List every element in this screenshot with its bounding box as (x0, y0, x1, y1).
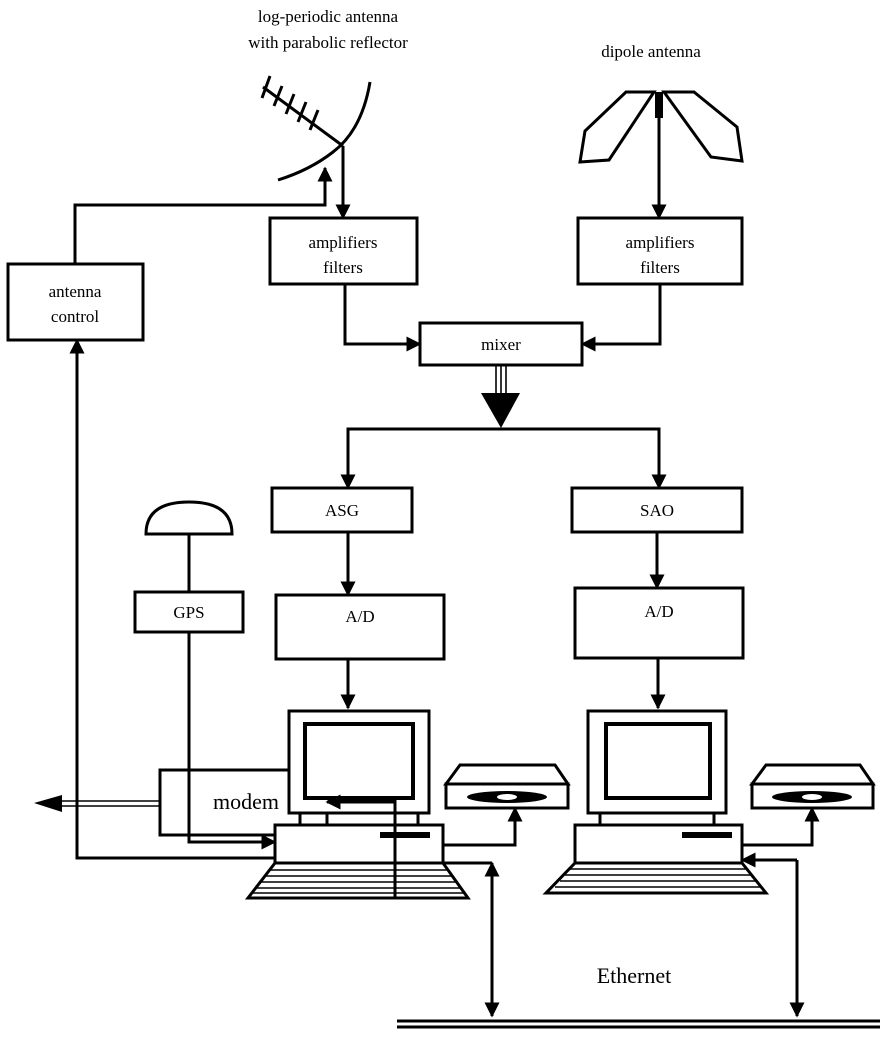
computer-icon (542, 709, 770, 895)
amp-left-label-2: filters (323, 258, 363, 277)
log-periodic-title-1: log-periodic antenna (258, 7, 399, 26)
ad-left-label: A/D (345, 607, 374, 626)
disk-drive-icon (443, 763, 571, 810)
computer-icon (244, 709, 471, 900)
ethernet-label: Ethernet (597, 963, 672, 988)
asg-label: ASG (325, 501, 359, 520)
amplifiers-filters-left-box (268, 216, 419, 286)
antenna-control-box (6, 262, 145, 342)
ad-right-box (573, 586, 745, 660)
antenna-control-label-2: control (51, 307, 99, 326)
amp-right-label-1: amplifiers (626, 233, 695, 252)
dipole-antenna-icon (578, 90, 744, 164)
modem-label: modem (213, 789, 279, 814)
gps-dome-icon (144, 500, 234, 592)
log-periodic-title-2: with parabolic reflector (248, 33, 408, 52)
disk-drive-icon (749, 763, 876, 810)
amp-left-label-1: amplifiers (309, 233, 378, 252)
antenna-control-label-1: antenna (49, 282, 102, 301)
ad-right-label: A/D (644, 602, 673, 621)
sao-label: SAO (640, 501, 674, 520)
log-periodic-antenna-icon (260, 75, 372, 182)
gps-label: GPS (173, 603, 204, 622)
mixer-box (418, 321, 584, 367)
mixer-label: mixer (481, 335, 521, 354)
mixer-output-arrow (481, 393, 520, 428)
amp-right-label-2: filters (640, 258, 680, 277)
dipole-title: dipole antenna (601, 42, 701, 61)
ad-left-box (274, 593, 446, 661)
